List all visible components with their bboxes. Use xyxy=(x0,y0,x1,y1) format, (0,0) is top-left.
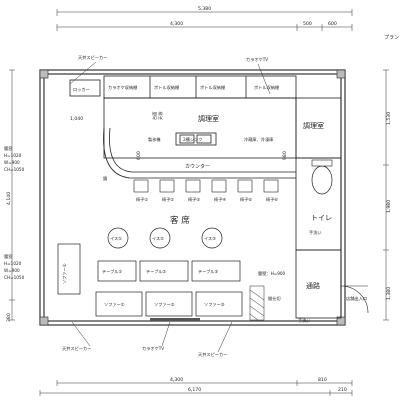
dim-counter-depth: 600 xyxy=(136,151,142,160)
dim-bottom-right: 810 xyxy=(318,377,327,383)
svg-text:腰窓: 腰窓 xyxy=(4,145,12,152)
hand-wash-2-label: 手洗い xyxy=(298,317,311,324)
svg-text:H=1020: H=1020 xyxy=(4,153,22,158)
toilet-walls xyxy=(295,157,342,319)
svg-text:W=900: W=900 xyxy=(4,268,20,273)
dim-top-mid: 500 xyxy=(303,21,312,27)
stool-label-6: 椅子⑥ xyxy=(266,196,278,202)
table-1-label: テーブル① xyxy=(102,268,122,275)
toilet-label: トイレ xyxy=(311,214,332,222)
round-chair-3-label: イス③ xyxy=(204,236,216,241)
table-3-label: テーブル③ xyxy=(198,268,218,275)
kitchen-walls xyxy=(69,75,342,179)
two-sink-label: 2槽シンク xyxy=(183,136,202,143)
window-left-lower: 腰窓 H=1020 W=900 CH=1050 xyxy=(4,253,25,280)
dim-right-mid: 1,980 xyxy=(386,200,392,213)
round-chairs xyxy=(107,227,223,249)
wall-note: 腰壁：H=900 xyxy=(258,270,286,277)
toilet-tank xyxy=(311,159,333,167)
toilet-bowl xyxy=(311,165,333,195)
fridge-freezer-label: 冷蔵庫、冷凍庫 xyxy=(244,136,273,143)
callout-karaoke-tv-top: カラオケTV xyxy=(246,56,268,63)
dim-top-right: 600 xyxy=(328,21,337,27)
partition-label: 間仕切 xyxy=(268,295,281,302)
bottle-shelf-2-label: ボトル収納棚 xyxy=(200,84,225,91)
callout-karaoke-tv-bottom: カラオケTV xyxy=(142,345,164,352)
bottom-dimensions xyxy=(39,380,353,396)
bottle-shelf-1-label: ボトル収納棚 xyxy=(154,84,179,91)
dim-left-overall: 4,140 xyxy=(6,192,12,205)
sofa-left xyxy=(57,243,81,295)
vertical-label-2: 天袋 xyxy=(157,111,164,120)
sofa-left-label: ソファー① xyxy=(62,263,68,284)
counter-stools xyxy=(133,179,279,193)
kitchen-main-label: 調理室 xyxy=(198,114,219,123)
svg-text:H=1020: H=1020 xyxy=(4,261,22,266)
right-dimensions xyxy=(383,69,389,321)
ice-maker-label: 製氷機 xyxy=(148,136,161,143)
callout-ceiling-speaker-bottom-right: 天井スピーカー xyxy=(198,351,227,358)
hand-wash-1-label: 手洗い xyxy=(309,229,322,236)
counter-label: カウンター xyxy=(185,163,210,170)
callout-ceiling-speaker-top: 天井スピーカー xyxy=(78,54,107,61)
top-dimensions xyxy=(56,9,353,31)
passage-label: 通路 xyxy=(306,281,320,290)
dim-bottom-overall: 6,170 xyxy=(188,387,201,393)
bottle-shelf-3-label: ボトル収納棚 xyxy=(254,84,279,91)
dim-counter-width: 980 xyxy=(282,151,288,160)
stool-label-4: 椅子④ xyxy=(214,196,226,202)
svg-text:腰窓: 腰窓 xyxy=(4,253,12,260)
kitchen-right-label: 調理室 xyxy=(303,121,324,130)
karaoke-storage-label: カラオケ収納棚 xyxy=(108,84,137,91)
vertical-label-1: 台面 xyxy=(151,112,158,120)
table-2-label: テーブル② xyxy=(146,268,166,275)
dim-bottom-far: 210 xyxy=(338,387,347,393)
window-left: 腰窓 H=1020 W=900 CH=1050 xyxy=(4,145,25,172)
callout-lines xyxy=(69,61,271,353)
dim-counter-left: 1,040 xyxy=(70,116,83,122)
sofa-1-label: ソファー① xyxy=(104,302,125,308)
sofa-3-label: ソファー③ xyxy=(204,302,225,308)
left-dimensions xyxy=(9,69,15,321)
dim-overall-top: 5,380 xyxy=(198,6,211,12)
dim-left-small: 380 xyxy=(6,313,12,322)
bottom-sofas xyxy=(95,291,243,317)
stool-label-2: 椅子② xyxy=(162,196,174,202)
callout-ceiling-speaker-bottom-left: 天井スピーカー xyxy=(62,345,91,352)
stool-label-3: 椅子③ xyxy=(188,196,200,202)
karaoke-tv-bottom xyxy=(150,318,200,321)
plan-title: プラン xyxy=(384,35,399,41)
dim-bottom-main: 4,300 xyxy=(170,377,183,383)
round-chair-2-label: イス② xyxy=(152,236,164,241)
dim-right-bottom: 1,380 xyxy=(386,287,392,300)
stool-label-1: 椅子① xyxy=(136,196,148,202)
partition xyxy=(249,285,265,321)
tables xyxy=(97,260,241,282)
round-chair-1-label: イス① xyxy=(110,236,122,241)
svg-text:CH=1050: CH=1050 xyxy=(4,275,25,280)
sofa-2-label: ソファー② xyxy=(154,302,175,308)
svg-text:W=900: W=900 xyxy=(4,160,20,165)
locker-label: ロッカー xyxy=(73,87,90,93)
entrance-door xyxy=(340,285,369,314)
guest-room-label: 客 席 xyxy=(170,215,190,226)
store-entrance-label: 店舗出入口 xyxy=(346,295,367,302)
stool-label-5: 椅子⑤ xyxy=(240,196,252,202)
mirror-label: 鏡 xyxy=(103,175,108,182)
dim-right-top: 1,530 xyxy=(386,112,392,125)
dim-top-main: 4,300 xyxy=(170,21,183,27)
svg-text:CH=1050: CH=1050 xyxy=(4,167,25,172)
column-markers xyxy=(39,69,346,326)
